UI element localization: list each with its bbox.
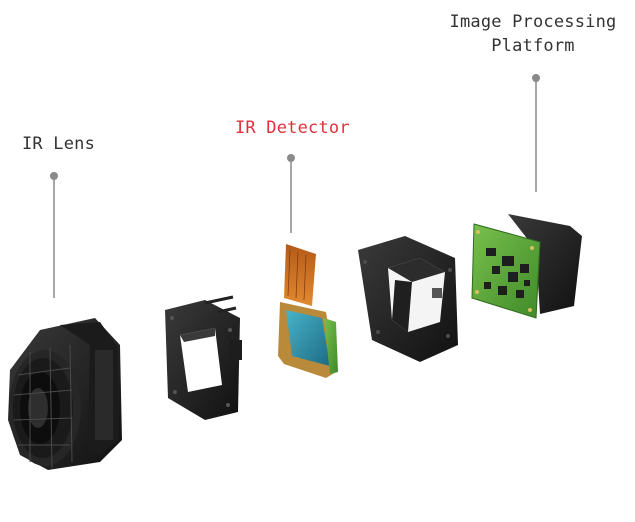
ir-lens-callout — [50, 172, 58, 298]
rear-housing-icon — [358, 236, 458, 362]
front-bracket-icon — [165, 295, 242, 420]
ir-lens-icon — [8, 318, 122, 470]
processing-board-icon — [471, 214, 582, 319]
image-processing-label-line1: Image Processing — [449, 12, 617, 32]
ir-lens-label: IR Lens — [22, 134, 96, 154]
ir-detector-label: IR Detector — [235, 118, 350, 138]
image-processing-callout — [532, 74, 540, 192]
ir-detector-callout — [287, 154, 295, 233]
ir-detector-icon — [278, 244, 338, 378]
image-processing-label-line2: Platform — [491, 36, 575, 56]
image-processing-label: Image Processing Platform — [438, 10, 628, 58]
